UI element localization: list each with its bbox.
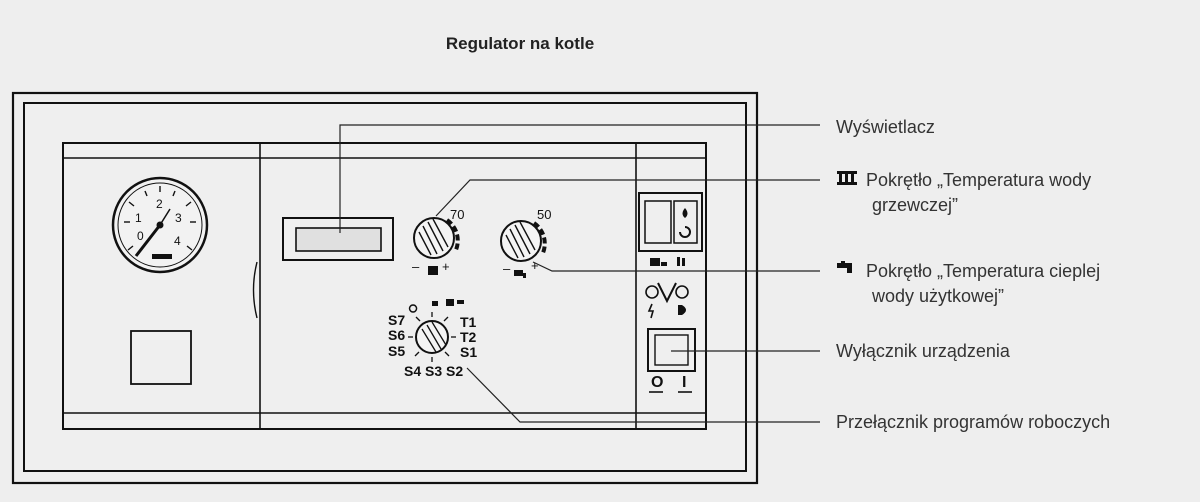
- dhw-knob-value: 50: [537, 207, 551, 222]
- program-label-s5: S5: [388, 343, 405, 359]
- flame-icon: [682, 208, 688, 218]
- electric-icon: [647, 303, 655, 319]
- callout-program-selector: Przełącznik programów roboczych: [836, 412, 1111, 432]
- leader-lines: [339, 124, 820, 423]
- program-label-s3: S3: [425, 363, 442, 379]
- program-selector-knob[interactable]: [408, 312, 456, 362]
- program-label-s7: S7: [388, 312, 405, 328]
- heating-knob-value: 70: [450, 207, 464, 222]
- gauge-tick-0: 0: [137, 229, 144, 243]
- program-label-t1: T1: [460, 314, 477, 330]
- dhw-knob-plus: +: [531, 258, 539, 273]
- status-icons: [650, 257, 685, 266]
- program-label-s1: S1: [460, 344, 477, 360]
- gauge-tick-3: 3: [175, 211, 182, 225]
- callout-heating-knob: Pokrętło „Temperatura wody grzewczej”: [836, 168, 1091, 218]
- display-screen: [282, 217, 394, 261]
- pressure-gauge: 0 1 2 3 4: [111, 176, 209, 274]
- heating-knob-plus: +: [442, 259, 450, 274]
- tap-icon-small: [514, 270, 526, 278]
- heating-knob-minus: –: [412, 259, 420, 274]
- gauge-tick-1: 1: [135, 211, 142, 225]
- reset-burner-module: [638, 192, 703, 252]
- tap-icon: [836, 259, 866, 284]
- callout-main-switch: Wyłącznik urządzenia: [836, 341, 1010, 361]
- callout-display: Wyświetlacz: [836, 117, 935, 137]
- program-mode-icons: [408, 299, 464, 313]
- burner-icon: [678, 305, 686, 315]
- program-label-t2: T2: [460, 329, 477, 345]
- reset-icon: [679, 226, 691, 238]
- program-label-s2: S2: [446, 363, 463, 379]
- gauge-tick-2: 2: [156, 197, 163, 211]
- heating-temperature-knob[interactable]: [413, 217, 460, 259]
- viessmann-v-icon: [645, 282, 689, 304]
- program-label-s4: S4: [404, 363, 421, 379]
- blank-cover: [130, 330, 192, 385]
- radiator-icon: [836, 168, 866, 193]
- callout-dhw-knob: Pokrętło „Temperatura cieplej wody użytk…: [836, 259, 1100, 309]
- dhw-knob-minus: –: [503, 261, 511, 276]
- radiator-icon-small: [428, 266, 438, 275]
- diagram-title: Regulator na kotle: [445, 34, 595, 53]
- program-label-s6: S6: [388, 327, 405, 343]
- dhw-temperature-knob[interactable]: [500, 220, 547, 262]
- gauge-brand-mark: [152, 254, 172, 259]
- switch-off-label: O: [651, 374, 663, 391]
- gauge-tick-4: 4: [174, 234, 181, 248]
- switch-on-label: I: [682, 374, 686, 391]
